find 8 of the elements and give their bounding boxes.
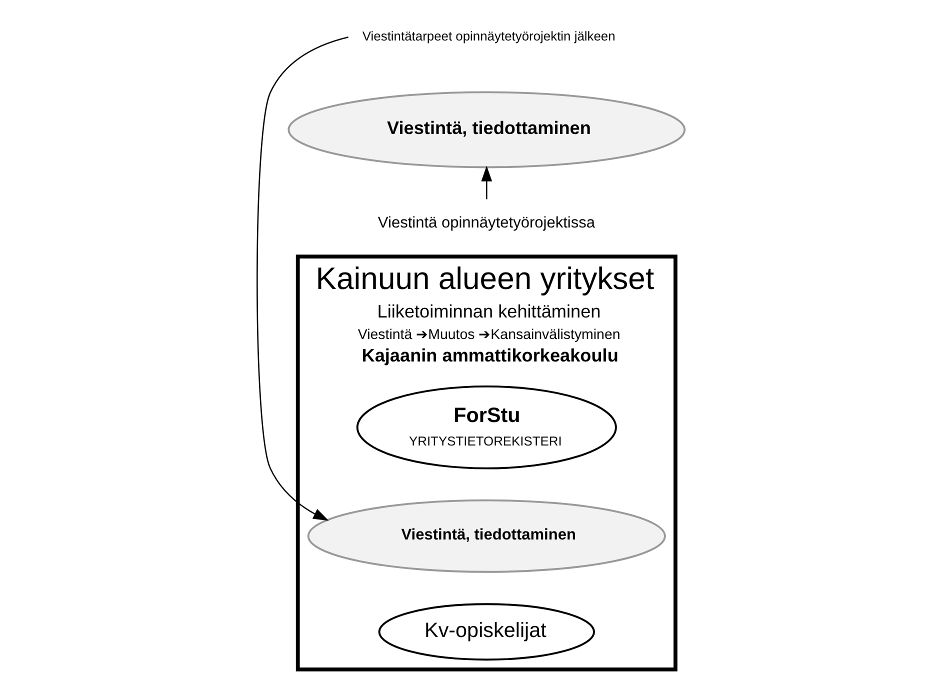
node-text: Viestintä opinnäytetyörojektissa [378, 214, 595, 232]
arrow [256, 36, 348, 521]
arrow [481, 166, 492, 200]
node-text: Viestintätarpeet opinnäytetyörojektin jälkeen [362, 28, 616, 44]
node-ellipse: Viestintä, tiedottaminen [288, 91, 686, 168]
node-ellipse: Viestintä, tiedottaminen [307, 499, 666, 573]
node-ellipse: Kv-opiskelijat [378, 603, 595, 661]
node-ellipse: ForStu YRITYSTIETOREKISTERI [356, 385, 617, 470]
